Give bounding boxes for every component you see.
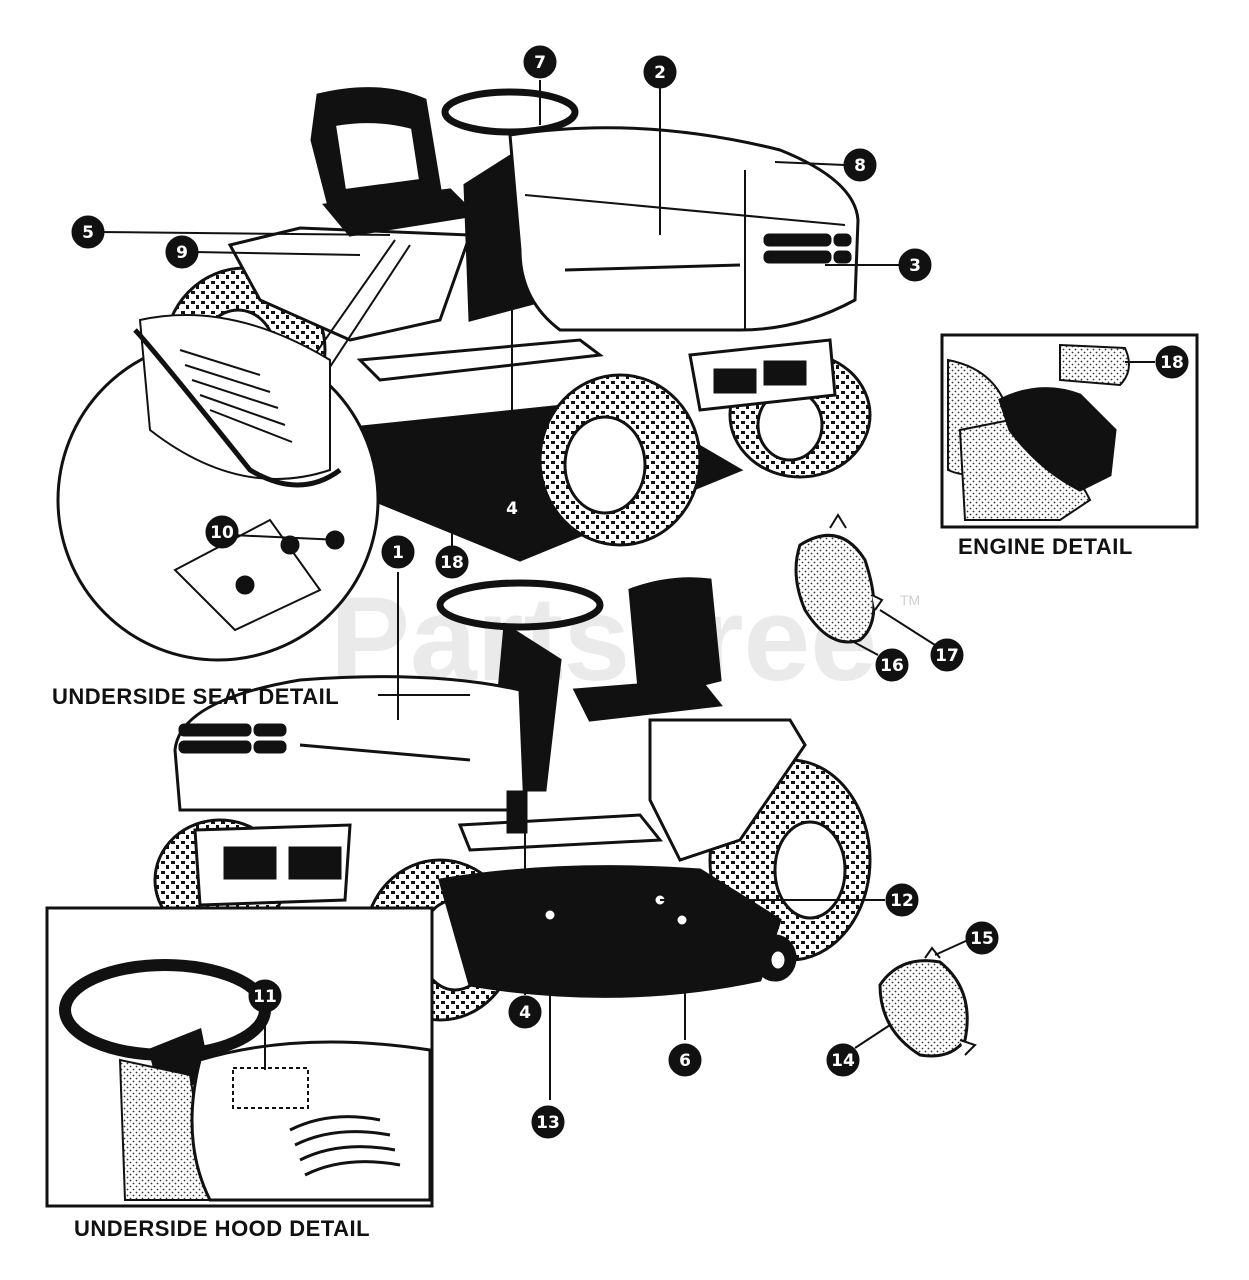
callout-18: 18: [1155, 345, 1189, 379]
callout-number: 15: [970, 929, 994, 949]
callout-number: 5: [82, 223, 94, 243]
callout-badge: [523, 45, 557, 79]
callout-badge: [531, 1105, 565, 1139]
callout-badge: [965, 921, 999, 955]
seat-back: [628, 577, 722, 702]
callout-badge: [381, 535, 415, 569]
callout-15: 15: [965, 921, 999, 955]
watermark-tm: TM: [900, 592, 920, 608]
underside-hood-detail-caption: UNDERSIDE HOOD DETAIL: [74, 1216, 371, 1241]
callout-number: 9: [176, 243, 188, 263]
callout-number: 8: [854, 156, 866, 176]
callout-badge: [205, 515, 239, 549]
callout-number: 4: [519, 1003, 531, 1023]
callout-badge: [643, 55, 677, 89]
underside-seat-detail-caption: UNDERSIDE SEAT DETAIL: [52, 684, 340, 709]
callout-14: 14: [826, 1043, 860, 1077]
decal-16: [794, 513, 936, 656]
callout-number: 7: [534, 53, 546, 73]
callout-4: 4: [508, 995, 542, 1029]
callout-badge: [435, 545, 469, 579]
rear-fender: [227, 226, 473, 342]
callout-badge: [495, 491, 529, 525]
callout-badge: [165, 235, 199, 269]
underside-seat-detail: [56, 314, 380, 662]
steering-wheel: [441, 88, 579, 136]
callout-13: 13: [531, 1105, 565, 1139]
callout-3: 3: [898, 248, 932, 282]
footboard: [356, 338, 604, 382]
callout-12: 12: [885, 883, 919, 917]
callout-number: 4: [506, 499, 518, 519]
callout-badge: [668, 1043, 702, 1077]
callout-10: 10: [205, 515, 239, 549]
callout-badge: [508, 995, 542, 1029]
callout-number: 14: [831, 1051, 855, 1071]
callout-badge: [930, 638, 964, 672]
callout-2: 2: [643, 55, 677, 89]
callout-number: 18: [440, 553, 464, 573]
callout-7: 7: [523, 45, 557, 79]
callout-number: 10: [210, 523, 234, 543]
decal-14: [854, 939, 977, 1058]
callout-5: 5: [71, 215, 105, 249]
engine-detail-caption: ENGINE DETAIL: [958, 534, 1133, 559]
callout-11: 11: [248, 979, 282, 1013]
hood: [508, 126, 860, 332]
callout-number: 6: [679, 1051, 691, 1071]
callout-badge: [885, 883, 919, 917]
bottom-tractor: [153, 572, 885, 1100]
engine-detail: [940, 333, 1199, 529]
callout-number: 2: [654, 63, 666, 83]
callout-number: 11: [253, 987, 277, 1007]
callout-number: 1: [392, 543, 404, 563]
callout-6: 6: [668, 1043, 702, 1077]
callout-badge: [248, 979, 282, 1013]
callout-badge: [71, 215, 105, 249]
callout-number: 16: [880, 656, 904, 676]
callout-18: 18: [435, 545, 469, 579]
callout-17: 17: [930, 638, 964, 672]
callout-4: 4: [495, 491, 529, 525]
callout-badge: [875, 648, 909, 682]
callout-number: 18: [1160, 353, 1184, 373]
callout-16: 16: [875, 648, 909, 682]
steering-wheel: [436, 579, 604, 631]
callout-1: 1: [381, 535, 415, 569]
callout-badge: [843, 148, 877, 182]
callout-badge: [826, 1043, 860, 1077]
underside-hood-detail: [45, 906, 434, 1208]
rear-fender: [648, 718, 807, 862]
callout-badge: [1155, 345, 1189, 379]
callout-badge: [898, 248, 932, 282]
hood: [173, 675, 527, 812]
footboard: [457, 813, 663, 852]
callout-9: 9: [165, 235, 199, 269]
callout-8: 8: [843, 148, 877, 182]
callout-number: 12: [890, 891, 914, 911]
callout-number: 13: [536, 1113, 560, 1133]
callout-number: 3: [909, 256, 921, 276]
callout-number: 17: [935, 646, 959, 666]
